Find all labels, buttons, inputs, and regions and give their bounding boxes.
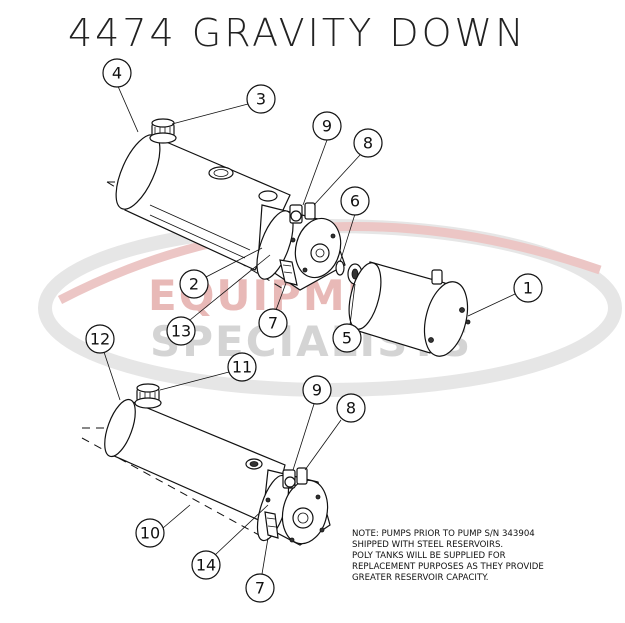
callout-4[interactable]: 4: [102, 58, 132, 88]
callout-12[interactable]: 12: [85, 324, 115, 354]
callouts: 4 3 9 8 6 2: [85, 58, 543, 603]
svg-text:10: 10: [140, 524, 160, 543]
callout-7-top[interactable]: 7: [258, 308, 288, 338]
callout-13[interactable]: 13: [166, 316, 196, 346]
callout-1[interactable]: 1: [513, 273, 543, 303]
steel-reservoir: [115, 118, 291, 271]
callout-14[interactable]: 14: [191, 550, 221, 580]
note-line-5: GREATER RESERVOIR CAPACITY.: [352, 573, 488, 583]
callout-2[interactable]: 2: [179, 269, 209, 299]
svg-text:2: 2: [189, 275, 199, 294]
pump-housing-top: [256, 202, 346, 291]
svg-text:12: 12: [90, 330, 110, 349]
note-line-1: NOTE: PUMPS PRIOR TO PUMP S/N 343904: [352, 529, 535, 539]
svg-text:1: 1: [523, 279, 533, 298]
callout-10[interactable]: 10: [135, 518, 165, 548]
callout-9-bottom[interactable]: 9: [302, 375, 332, 405]
bottom-pump-assembly: [81, 383, 331, 546]
replacement-note: NOTE: PUMPS PRIOR TO PUMP S/N 343904 SHI…: [352, 529, 544, 583]
callout-5[interactable]: 5: [332, 323, 362, 353]
svg-text:9: 9: [312, 381, 322, 400]
svg-text:9: 9: [322, 117, 332, 136]
callout-9-top[interactable]: 9: [312, 111, 342, 141]
callout-8-bottom[interactable]: 8: [336, 393, 366, 423]
top-pump-assembly: [106, 118, 471, 357]
callout-3[interactable]: 3: [246, 84, 276, 114]
svg-text:5: 5: [342, 329, 352, 348]
svg-text:8: 8: [346, 399, 356, 418]
svg-text:4: 4: [112, 64, 122, 83]
note-line-4: REPLACEMENT PURPOSES AS THEY PROVIDE: [352, 562, 544, 572]
callout-8-top[interactable]: 8: [353, 128, 383, 158]
note-line-3: POLY TANKS WILL BE SUPPLIED FOR: [352, 551, 506, 561]
svg-text:3: 3: [256, 90, 266, 109]
svg-text:8: 8: [363, 134, 373, 153]
callout-7-bottom[interactable]: 7: [245, 573, 275, 603]
filler-cap-top: [149, 118, 177, 144]
poly-reservoir: [104, 383, 286, 526]
callout-6[interactable]: 6: [340, 186, 370, 216]
svg-text:13: 13: [171, 322, 191, 341]
svg-text:7: 7: [268, 314, 278, 333]
svg-text:14: 14: [196, 556, 216, 575]
note-line-2: SHIPPED WITH STEEL RESERVOIRS.: [352, 540, 503, 550]
pump-housing-bottom: [256, 467, 331, 546]
svg-text:7: 7: [255, 579, 265, 598]
page-title: 4474 GRAVITY DOWN: [68, 11, 527, 55]
filler-cap-bottom: [134, 383, 162, 409]
callout-11[interactable]: 11: [227, 352, 257, 382]
o-ring-top: [335, 260, 345, 276]
svg-text:6: 6: [350, 192, 360, 211]
svg-text:11: 11: [232, 358, 252, 377]
